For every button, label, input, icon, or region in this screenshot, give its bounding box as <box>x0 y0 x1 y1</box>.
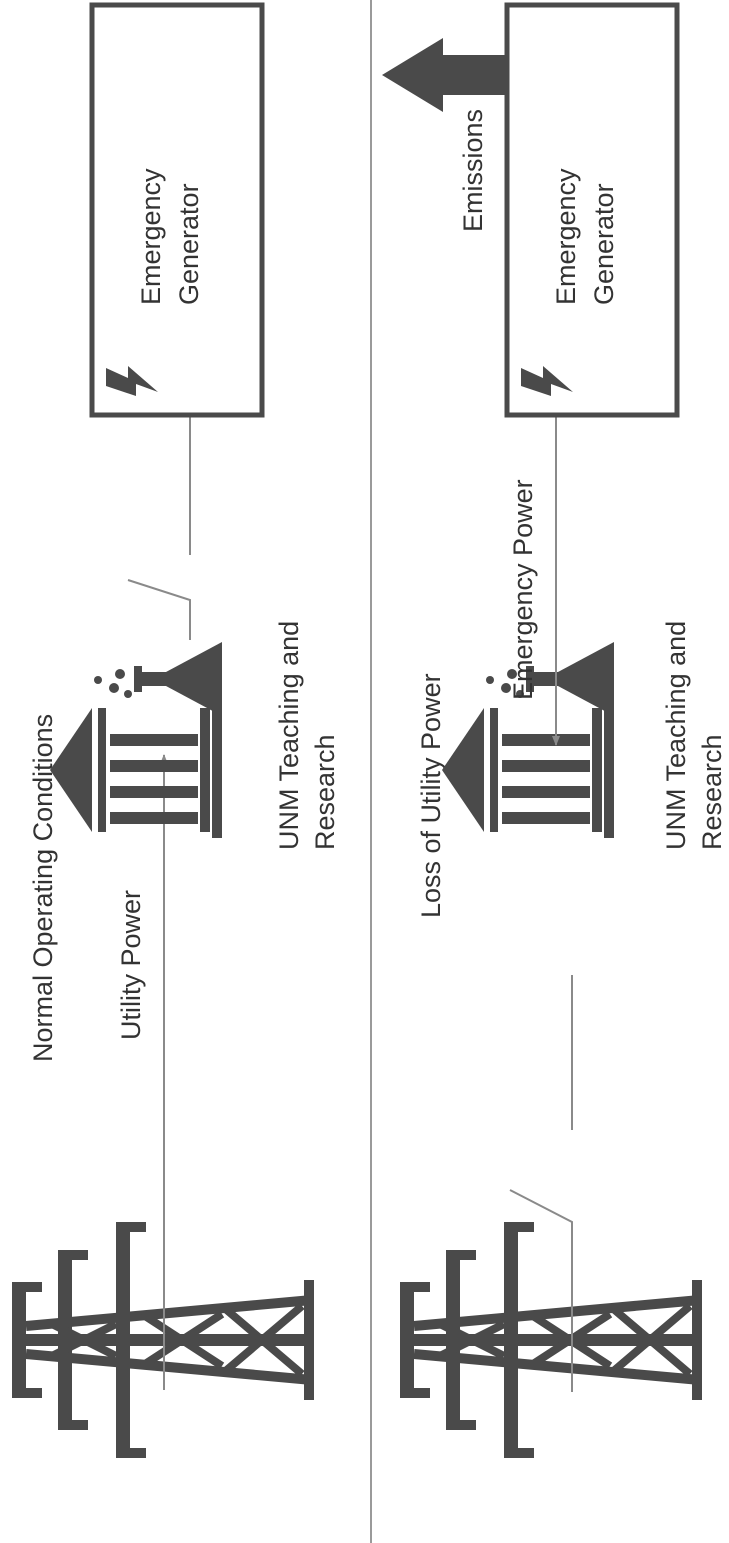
open-switch-line <box>127 579 191 640</box>
building-label-line1: UNM Teaching and <box>274 621 304 850</box>
panel-loss: Loss of Utility Power UNM Teaching and R… <box>382 2 727 1458</box>
lightning-bolt-icon <box>521 366 573 396</box>
generator-label: Emergency Generator <box>551 161 619 305</box>
generator-label-line1: Emergency <box>551 168 581 305</box>
flow-label-utility-power: Utility Power <box>116 890 146 1040</box>
university-building-icon <box>50 642 222 838</box>
emergency-generator-box <box>89 2 265 418</box>
generator-label-line1: Emergency <box>136 168 166 305</box>
building-label: UNM Teaching and Research <box>661 613 727 850</box>
generator-label-line2: Generator <box>589 183 619 305</box>
generator-label: Emergency Generator <box>136 161 204 305</box>
open-switch-line <box>509 1189 573 1260</box>
flow-label-emergency-power: Emergency Power <box>508 479 538 700</box>
emergency-generator-box <box>504 2 680 418</box>
building-label-line2: Research <box>697 734 727 850</box>
generator-label-line2: Generator <box>174 183 204 305</box>
emissions-arrow-icon <box>382 38 507 112</box>
building-label: UNM Teaching and Research <box>274 613 340 850</box>
panel-normal: Normal Operating Conditions Utility Powe… <box>12 2 340 1458</box>
building-label-line2: Research <box>310 734 340 850</box>
panel-title: Loss of Utility Power <box>416 673 446 918</box>
building-label-line1: UNM Teaching and <box>661 621 691 850</box>
emissions-label: Emissions <box>458 109 488 232</box>
power-tower-icon <box>400 1222 702 1458</box>
lightning-bolt-icon <box>106 366 158 396</box>
